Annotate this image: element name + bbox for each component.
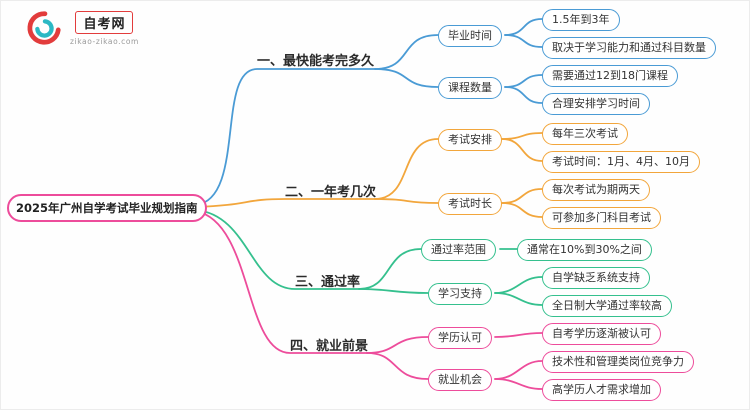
branch-1-leaf-1: 1.5年到3年 <box>542 9 620 31</box>
brand-domain: zikao-zikao.com <box>70 36 139 46</box>
branch-3-leaf-1: 通常在10%到30%之间 <box>517 239 652 261</box>
branch-4-leaf-2: 技术性和管理类岗位竞争力 <box>542 351 694 373</box>
branch-1-topic: 一、最快能考完多久 <box>257 54 375 69</box>
brand-name: 自考网 <box>75 10 134 34</box>
branch-3-topic: 三、通过率 <box>295 275 361 290</box>
branch-1-leaf-4: 合理安排学习时间 <box>542 93 650 115</box>
branch-3-subtopic-2: 学习支持 <box>428 283 492 305</box>
branch-2-leaf-3: 每次考试为期两天 <box>542 179 650 201</box>
brand-logo-icon <box>27 11 61 45</box>
branch-3-leaf-2: 自学缺乏系统支持 <box>542 267 650 289</box>
branch-1-leaf-3: 需要通过12到18门课程 <box>542 65 678 87</box>
branch-4-leaf-3: 高学历人才需求增加 <box>542 379 661 401</box>
branch-4-subtopic-2: 就业机会 <box>428 369 492 391</box>
branch-2-topic: 二、一年考几次 <box>285 185 377 200</box>
branch-1-leaf-2: 取决于学习能力和通过科目数量 <box>542 37 716 59</box>
branch-4-leaf-1: 自考学历逐渐被认可 <box>542 323 661 345</box>
branch-2-leaf-2: 考试时间：1月、4月、10月 <box>542 151 700 173</box>
branch-2-subtopic-1: 考试安排 <box>438 129 502 151</box>
branch-1-subtopic-1: 毕业时间 <box>438 25 502 47</box>
root-topic: 2025年广州自学考试毕业规划指南 <box>7 194 207 222</box>
branch-3-leaf-3: 全日制大学通过率较高 <box>542 295 672 317</box>
branch-1-subtopic-2: 课程数量 <box>438 77 502 99</box>
branch-2-leaf-1: 每年三次考试 <box>542 123 628 145</box>
branch-2-subtopic-2: 考试时长 <box>438 193 502 215</box>
branch-3-subtopic-1: 通过率范围 <box>421 239 496 261</box>
branch-4-topic: 四、就业前景 <box>290 339 369 354</box>
brand-logo: 自考网 zikao-zikao.com <box>25 9 139 47</box>
branch-2-leaf-4: 可参加多门科目考试 <box>542 207 661 229</box>
branch-4-subtopic-1: 学历认可 <box>428 327 492 349</box>
